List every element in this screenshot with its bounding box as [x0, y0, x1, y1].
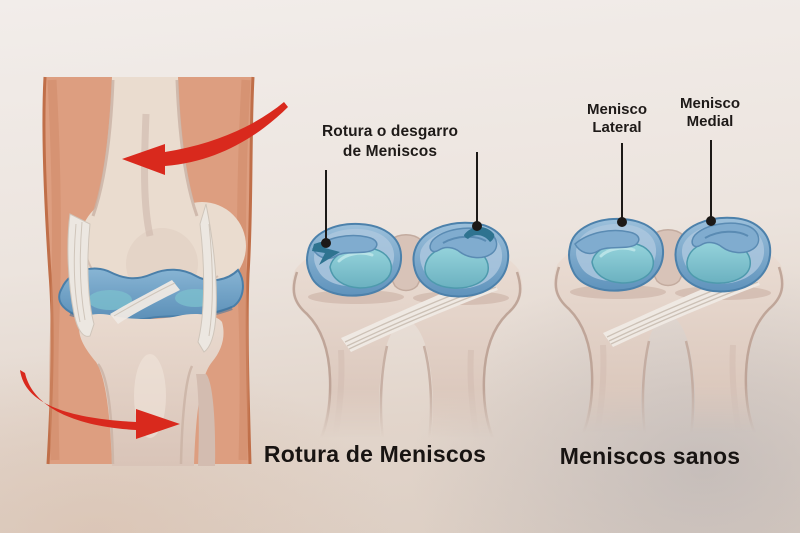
lateral-meniscus-healthy	[568, 217, 665, 292]
lateral-meniscus-label: Menisco Lateral	[567, 101, 667, 137]
pointer-dot-tear-left	[321, 238, 331, 248]
torn-annotation-line1: Rotura o desgarro	[321, 123, 459, 140]
medial-label-line1: Menisco	[679, 95, 740, 112]
medial-label-line2: Medial	[686, 113, 734, 130]
pointer-line-lateral	[621, 143, 623, 222]
lateral-label-line1: Menisco	[586, 101, 647, 118]
healthy-meniscus-illustration	[553, 216, 785, 435]
caption-torn: Rotura de Meniscos	[263, 441, 487, 467]
medial-meniscus-healthy	[674, 216, 772, 293]
knee-ligaments	[67, 203, 217, 353]
medial-meniscus-torn	[412, 221, 510, 298]
medial-meniscus-label: Menisco Medial	[660, 95, 760, 131]
pointer-line-tear-right	[476, 152, 478, 226]
torn-annotation-label: Rotura o desgarro de Meniscos	[290, 122, 490, 162]
rotation-arrow-top-icon	[122, 102, 288, 175]
meniscus-tear-left	[312, 239, 340, 265]
pointer-line-tear-left	[325, 170, 327, 243]
pointer-dot-lateral	[617, 217, 627, 227]
knee-rotation-illustration	[20, 76, 288, 466]
torn-meniscus-illustration	[291, 221, 523, 440]
caption-healthy: Meniscos sanos	[559, 443, 741, 469]
lateral-meniscus-torn	[306, 222, 403, 297]
rotation-arrow-bottom-icon	[20, 370, 180, 439]
meniscus-tear-right	[464, 226, 495, 242]
pointer-dot-tear-right	[472, 221, 482, 231]
pointer-line-medial	[710, 140, 712, 221]
torn-annotation-line2: de Meniscos	[342, 143, 438, 160]
pointer-dot-medial	[706, 216, 716, 226]
lateral-label-line2: Lateral	[592, 119, 642, 136]
